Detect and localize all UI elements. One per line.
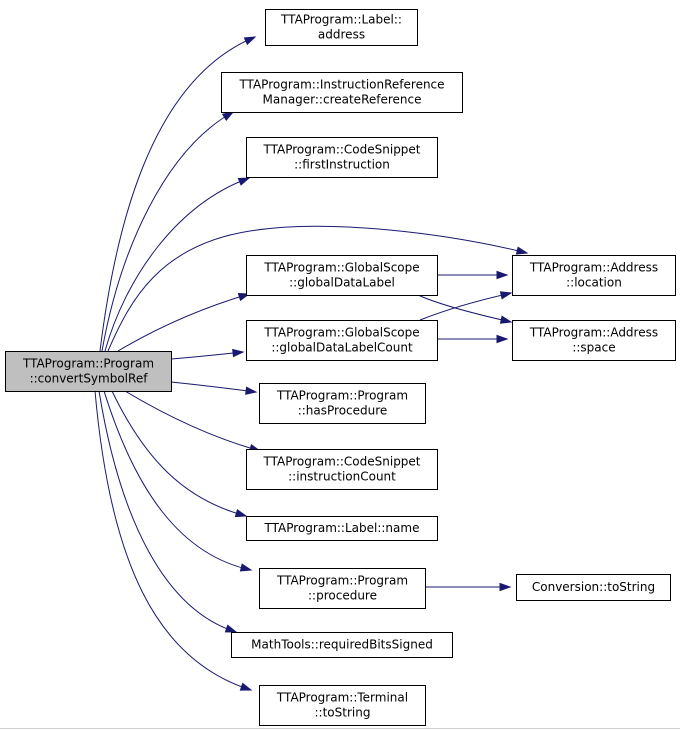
node-hasprocedure[interactable]: TTAProgram::Program::hasProcedure: [259, 383, 426, 424]
edge-convertsymbolref-to-hasprocedure: [170, 381, 257, 393]
edge-convertsymbolref-to-label-name: [111, 390, 247, 517]
node-label-line: TTAProgram::CodeSnippet: [262, 143, 420, 157]
node-conversion-tostring[interactable]: Conversion::toString: [516, 574, 671, 601]
node-convertsymbolref[interactable]: TTAProgram::Program::convertSymbolRef: [5, 351, 172, 392]
node-label-line: TTAProgram::CodeSnippet: [262, 455, 420, 469]
node-label-line: ::procedure: [308, 589, 377, 603]
node-label-line: TTAProgram::Program: [276, 389, 408, 403]
node-label-line: TTAProgram::Terminal: [276, 691, 408, 705]
node-label-line: ::toString: [315, 706, 371, 720]
edge-convertsymbolref-to-globaldatalabelcount: [170, 351, 244, 360]
edge-convertsymbolref-to-procedure-arrowhead: [239, 563, 253, 572]
edge-globaldatalabel-to-address-location-arrowhead: [496, 270, 509, 280]
node-box: [246, 516, 438, 541]
nodes-layer: TTAProgram::Program::convertSymbolRefTTA…: [5, 9, 676, 726]
node-label-line: TTAProgram::GlobalScope: [263, 326, 419, 340]
node-label-line: ::firstInstruction: [294, 158, 390, 172]
node-label-line: address: [318, 28, 365, 42]
node-box: [516, 574, 671, 601]
node-requiredbitssigned[interactable]: MathTools::requiredBitsSigned: [231, 632, 453, 658]
node-box: [259, 568, 426, 609]
edge-convertsymbolref-to-globaldatalabel: [117, 293, 250, 352]
edge-globaldatalabelcount-to-address-space-arrowhead: [496, 334, 509, 344]
node-label-line: ::location: [566, 276, 622, 290]
node-label-line: ::convertSymbolRef: [30, 372, 149, 386]
node-label-line: Manager::createReference: [263, 93, 422, 107]
node-box: [5, 351, 172, 392]
node-label-line: MathTools::requiredBitsSigned: [251, 638, 433, 652]
node-label-line: TTAProgram::InstructionReference: [238, 78, 444, 92]
edge-globaldatalabel-to-address-space-arrowhead: [499, 315, 513, 324]
node-box: [246, 449, 438, 490]
node-label-line: TTAProgram::GlobalScope: [263, 261, 419, 275]
edge-globaldatalabelcount-to-address-location: [419, 292, 512, 321]
node-instructioncount[interactable]: TTAProgram::CodeSnippet::instructionCoun…: [246, 449, 438, 490]
node-box: [246, 255, 438, 296]
node-box: [512, 255, 676, 296]
edge-convertsymbolref-to-globaldatalabelcount-arrowhead: [232, 348, 245, 358]
node-address-space[interactable]: TTAProgram::Address::space: [512, 320, 676, 361]
edge-convertsymbolref-to-address-location-arrowhead: [515, 246, 529, 255]
node-box: [231, 632, 453, 658]
edge-convertsymbolref-to-label-address-arrowhead: [243, 36, 257, 46]
edge-globaldatalabel-to-address-space: [417, 294, 512, 323]
node-globaldatalabel[interactable]: TTAProgram::GlobalScope::globalDataLabel: [246, 255, 438, 296]
node-firstinstruction[interactable]: TTAProgram::CodeSnippet::firstInstructio…: [246, 137, 438, 178]
node-label-address[interactable]: TTAProgram::Label::address: [265, 9, 418, 46]
node-box: [246, 137, 438, 178]
node-box: [512, 320, 676, 361]
edge-globaldatalabelcount-to-address-location-arrowhead: [499, 291, 513, 300]
node-label-name[interactable]: TTAProgram::Label::name: [246, 516, 438, 541]
node-terminal-tostring[interactable]: TTAProgram::Terminal::toString: [259, 685, 426, 726]
edge-convertsymbolref-to-hasprocedure-arrowhead: [245, 386, 258, 395]
node-label-line: ::instructionCount: [288, 470, 396, 484]
edge-convertsymbolref-to-requiredbitssigned: [98, 390, 237, 633]
node-box: [259, 685, 426, 726]
node-label-line: TTAProgram::Program: [22, 357, 154, 371]
node-label-line: TTAProgram::Label::name: [264, 521, 420, 535]
node-label-line: ::globalDataLabel: [289, 276, 395, 290]
node-box: [246, 320, 438, 361]
edge-convertsymbolref-to-terminal-tostring-arrowhead: [239, 682, 253, 691]
edge-convertsymbolref-to-procedure: [103, 390, 252, 571]
node-label-line: Conversion::toString: [532, 580, 655, 594]
node-box: [259, 383, 426, 424]
node-label-line: TTAProgram::Program: [276, 574, 408, 588]
node-label-line: TTAProgram::Address: [529, 261, 658, 275]
edge-procedure-to-conversion-tostring-arrowhead: [499, 582, 512, 592]
edge-convertsymbolref-to-terminal-tostring: [94, 390, 252, 691]
edge-convertsymbolref-to-createreference: [101, 111, 234, 352]
edge-convertsymbolref-to-createreference-arrowhead: [221, 111, 235, 122]
edge-convertsymbolref-to-instructioncount: [124, 390, 261, 452]
node-address-location[interactable]: TTAProgram::Address::location: [512, 255, 676, 296]
edges-layer: [94, 36, 529, 691]
node-label-line: TTAProgram::Label::: [280, 13, 402, 27]
node-box: [265, 9, 418, 46]
node-box: [221, 72, 463, 113]
node-label-line: ::space: [572, 341, 615, 355]
node-createreference[interactable]: TTAProgram::InstructionReferenceManager:…: [221, 72, 463, 113]
node-label-line: ::globalDataLabelCount: [271, 341, 413, 355]
bottom-divider: [0, 728, 680, 729]
node-globaldatalabelcount[interactable]: TTAProgram::GlobalScope::globalDataLabel…: [246, 320, 438, 361]
edge-convertsymbolref-to-firstinstruction-arrowhead: [237, 177, 251, 186]
edge-convertsymbolref-to-label-address: [99, 36, 256, 352]
node-label-line: TTAProgram::Address: [529, 326, 658, 340]
node-label-line: ::hasProcedure: [298, 404, 388, 418]
edge-convertsymbolref-to-firstinstruction: [104, 177, 250, 352]
edge-convertsymbolref-to-address-location: [107, 225, 528, 352]
edge-convertsymbolref-to-requiredbitssigned-arrowhead: [224, 624, 238, 633]
edge-convertsymbolref-to-label-name-arrowhead: [234, 509, 248, 518]
node-procedure[interactable]: TTAProgram::Program::procedure: [259, 568, 426, 609]
